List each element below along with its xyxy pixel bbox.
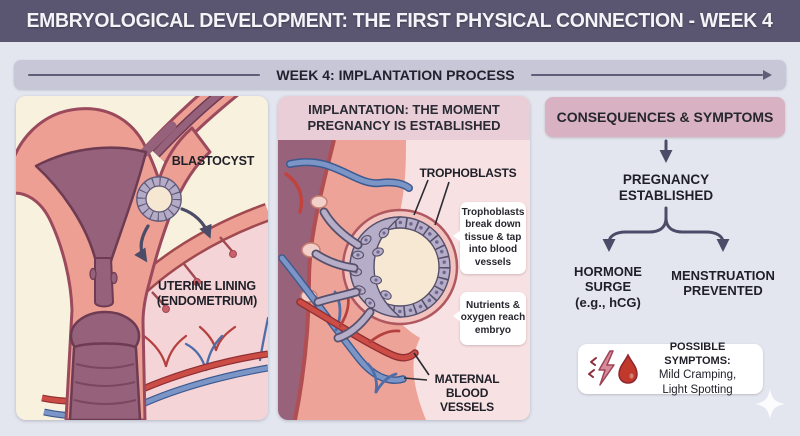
implantation-header: IMPLANTATION: THE MOMENT PREGNANCY IS ES… (278, 96, 530, 140)
fallopian-tube (145, 96, 239, 164)
implantation-illustration (278, 140, 530, 420)
trophoblast-fingers (311, 207, 375, 343)
callout-trophoblasts-breakdown: Trophoblasts break down tissue & tap int… (453, 202, 526, 274)
timeline-line-left (28, 73, 261, 76)
myometrium-layer (278, 140, 334, 420)
flow-arrows (602, 139, 730, 252)
implantation-header-strong: IMPLANTATION: (308, 101, 409, 117)
trophoblasts-label: TROPHOBLASTS (419, 166, 517, 180)
panel-consequences: CONSEQUENCES & SYMPTOMS PREGNANCY ESTABL… (538, 96, 790, 420)
top-vein (286, 158, 413, 192)
implantation-header-rest: THE MOMENT PREGNANCY IS ESTABLISHED (307, 101, 501, 133)
consequences-header: CONSEQUENCES & SYMPTOMS (545, 97, 785, 137)
page-header: EMBRYOLOGICAL DEVELOPMENT: THE FIRST PHY… (0, 0, 800, 42)
uterine-wall-line (293, 140, 336, 420)
page-title: EMBRYOLOGICAL DEVELOPMENT: THE FIRST PHY… (26, 9, 773, 32)
top-artery (284, 172, 304, 214)
blastocyst-illustration (136, 176, 182, 222)
timeline-label: WEEK 4: IMPLANTATION PROCESS (276, 66, 515, 83)
timeline-banner: WEEK 4: IMPLANTATION PROCESS (14, 60, 786, 89)
timeline-line-right (530, 73, 763, 76)
panel-implantation: IMPLANTATION: THE MOMENT PREGNANCY IS ES… (278, 96, 530, 420)
possible-symptoms-card: POSSIBLE SYMPTOMS: Mild Cramping, Light … (578, 341, 763, 397)
symptom-icons (588, 350, 638, 386)
node-pregnancy-established: PREGNANCY ESTABLISHED (618, 172, 714, 203)
uterus-illustration (16, 96, 268, 420)
descent-arrows (134, 207, 212, 263)
panel-blastocyst-approach: BLASTOCYST UTERINE LINING (ENDOMETRIUM) (16, 96, 268, 420)
symptoms-items: Mild Cramping, Light Spotting (658, 369, 737, 396)
symptoms-text: POSSIBLE SYMPTOMS: Mild Cramping, Light … (640, 341, 755, 397)
uterine-lining-label: UTERINE LINING (ENDOMETRIUM) (156, 279, 258, 308)
node-menstruation-prevented: MENSTRUATION PREVENTED (671, 268, 775, 299)
sparkle-icon (755, 389, 785, 419)
maternal-vein (278, 254, 407, 394)
symptoms-title: POSSIBLE SYMPTOMS: (664, 340, 731, 367)
node-hormone-surge: HORMONE SURGE (e.g., hCG) (574, 264, 642, 310)
maternal-vessels-label: MATERNAL BLOOD VESSELS (434, 372, 500, 415)
embryo-illustration (311, 207, 459, 343)
callout-nutrients: Nutrients & oxygen reach embryo (453, 292, 526, 345)
timeline-arrowhead-icon (763, 69, 772, 80)
blood-drop-icon (618, 353, 638, 384)
pointer-lines (403, 179, 450, 381)
cramp-lightning-icon (588, 350, 615, 386)
blastocyst-label: BLASTOCYST (171, 154, 255, 168)
